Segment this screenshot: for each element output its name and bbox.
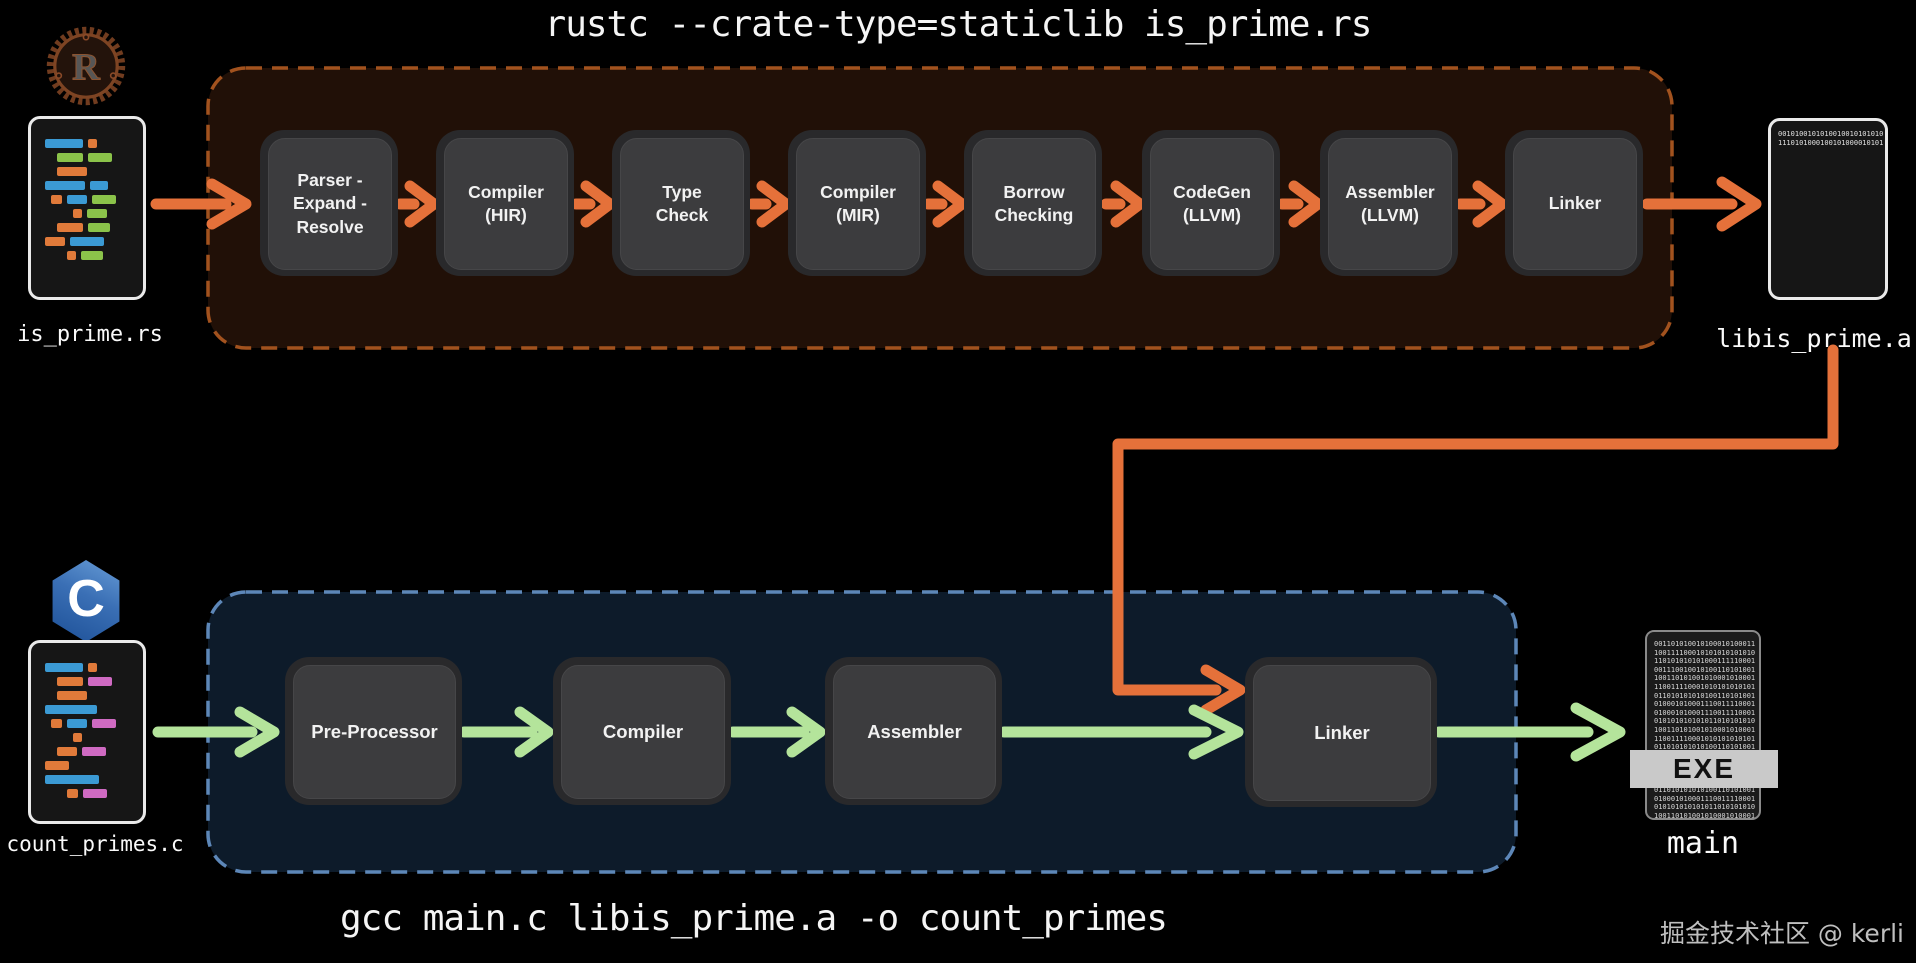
rust-arrow-4 (922, 180, 968, 228)
stage-compiler-mir: Compiler (MIR) (788, 130, 926, 276)
svg-text:R: R (72, 47, 101, 89)
executable-file-icon: 001101010010100010100011 100111100010101… (1645, 630, 1761, 820)
stage-parser-expand-resolve: Parser - Expand - Resolve (260, 130, 398, 276)
rust-arrow-7 (1454, 180, 1508, 228)
stage-compiler-hir: Compiler (HIR) (436, 130, 574, 276)
staticlib-file-icon: 0010100101010010010101010 11101010001001… (1768, 118, 1888, 300)
rust-arrow-entry (150, 178, 252, 230)
stage-rust-linker: Linker (1505, 130, 1643, 276)
watermark: 掘金技术社区 @ kerli (1659, 919, 1904, 948)
stage-type-check: Type Check (612, 130, 750, 276)
c-logo-icon: C (52, 560, 120, 642)
rustc-command-title: rustc --crate-type=staticlib is_prime.rs (544, 4, 1373, 45)
stage-c-assembler: Assembler (825, 657, 1002, 805)
stage-c-linker: Linker (1245, 657, 1437, 807)
c-source-file-label: count_primes.c (6, 832, 184, 856)
c-source-file-icon (28, 640, 146, 824)
c-arrow-entry (152, 706, 280, 758)
rust-source-file-icon (28, 116, 146, 300)
rust-logo-icon: R (46, 26, 126, 106)
stage-assembler-llvm: Assembler (LLVM) (1320, 130, 1458, 276)
c-arrow-1 (458, 706, 554, 758)
staticlib-file-label: libis_prime.a (1716, 324, 1912, 353)
rust-arrow-3 (746, 180, 792, 228)
stage-borrow-checking: Borrow Checking (964, 130, 1102, 276)
rust-arrow-2 (570, 180, 616, 228)
rust-arrow-exit (1641, 176, 1762, 232)
rust-arrow-6 (1276, 180, 1324, 228)
stage-c-compiler: Compiler (553, 657, 731, 805)
gcc-command-title: gcc main.c libis_prime.a -o count_primes (340, 898, 1168, 939)
staticlib-to-linker-connector (1112, 344, 1839, 716)
executable-file-label: main (1666, 826, 1740, 861)
exe-badge: EXE (1630, 750, 1778, 788)
c-arrow-3 (998, 704, 1244, 760)
c-arrow-2 (727, 706, 826, 758)
rust-arrow-1 (394, 180, 440, 228)
rust-arrow-5 (1100, 180, 1146, 228)
rust-source-file-label: is_prime.rs (17, 322, 163, 347)
c-arrow-exit (1433, 702, 1626, 762)
stage-pre-processor: Pre-Processor (285, 657, 462, 805)
stage-codegen-llvm: CodeGen (LLVM) (1142, 130, 1280, 276)
